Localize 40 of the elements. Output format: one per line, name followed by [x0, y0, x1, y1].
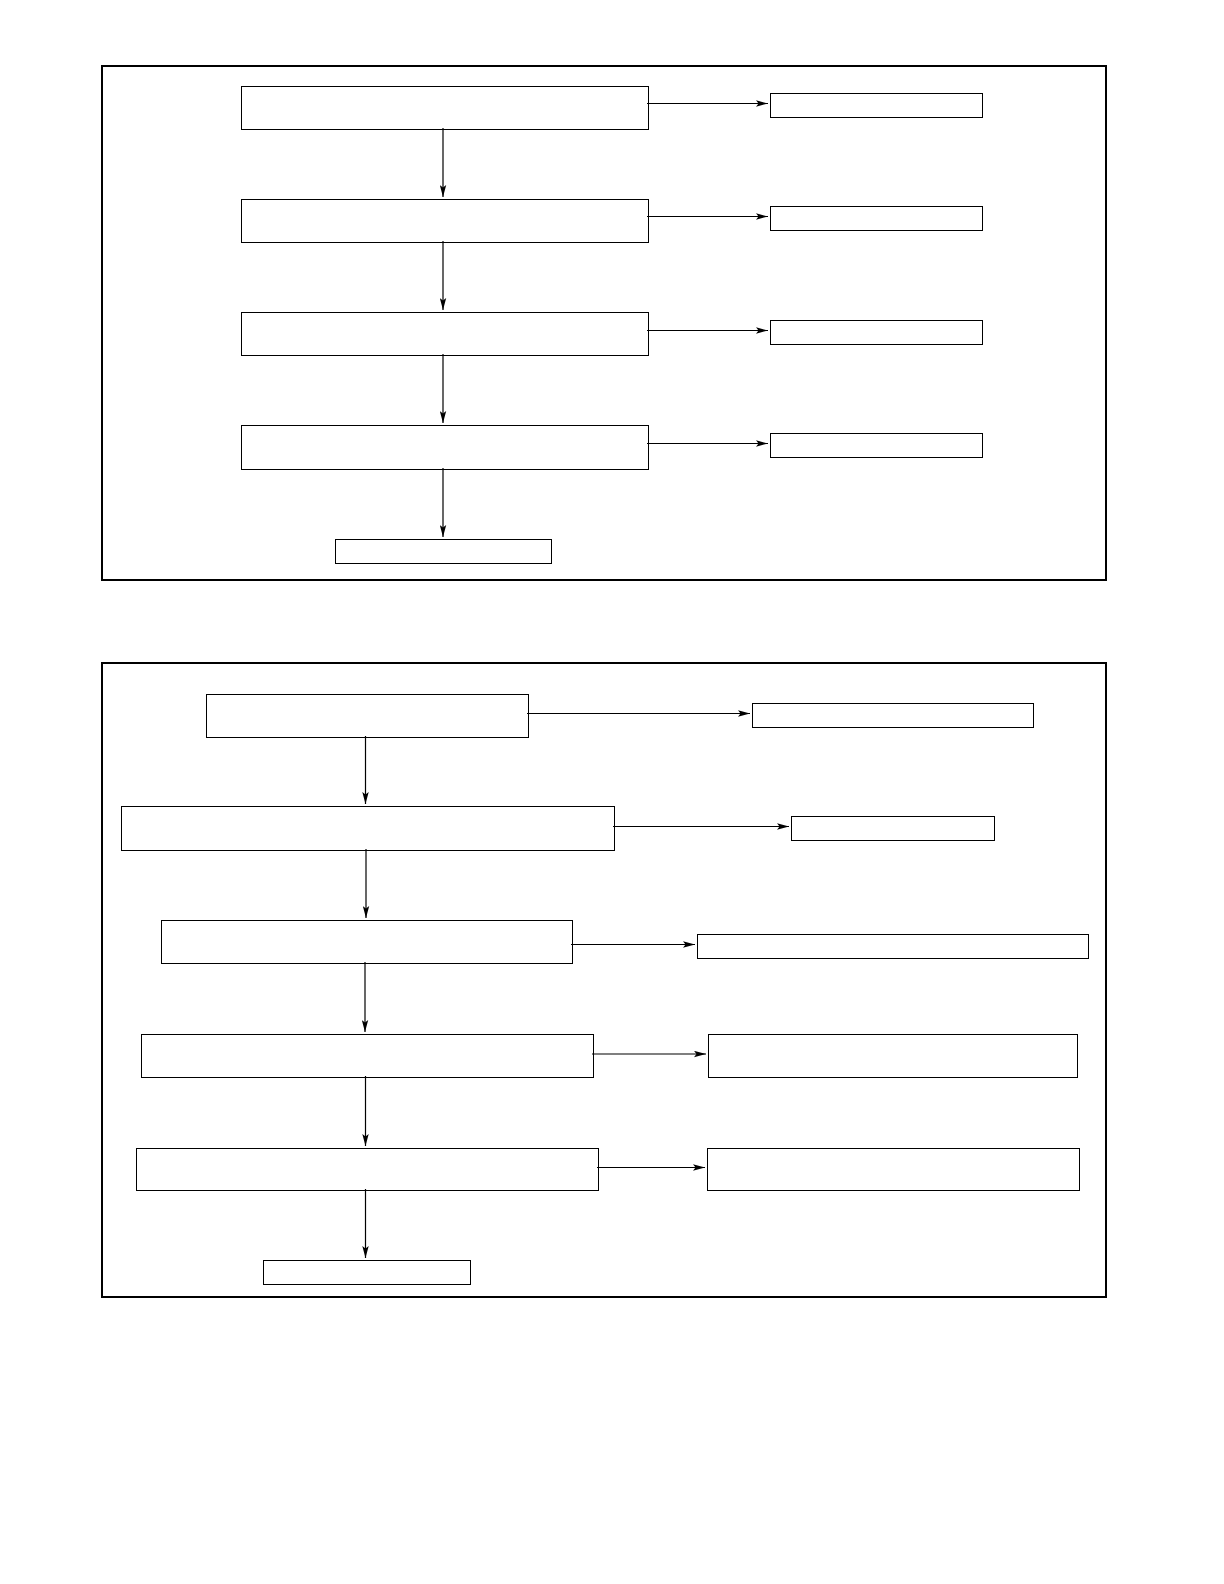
process-box: [136, 1148, 599, 1191]
arrow: [439, 127, 447, 198]
arrow: [439, 240, 447, 311]
arrow: [596, 1164, 706, 1171]
process-box: [241, 312, 649, 356]
arrow: [439, 467, 447, 538]
arrow: [362, 1188, 369, 1259]
arrow: [612, 823, 790, 830]
arrow: [439, 353, 447, 424]
process-box: [121, 806, 615, 851]
process-box: [708, 1034, 1078, 1078]
panel-frame: [101, 65, 1107, 581]
arrow: [362, 735, 369, 805]
process-box: [770, 433, 983, 458]
process-box: [707, 1148, 1080, 1191]
process-box: [335, 539, 552, 564]
arrow: [526, 710, 751, 717]
arrow: [646, 213, 769, 220]
arrow: [362, 848, 370, 919]
process-box: [263, 1260, 471, 1285]
process-box: [770, 320, 983, 345]
arrow: [646, 440, 769, 447]
arrow: [646, 327, 769, 334]
process-box: [161, 920, 573, 964]
arrow: [362, 1075, 369, 1147]
panel-frame: [101, 662, 1107, 1298]
process-box: [141, 1034, 594, 1078]
process-box: [241, 199, 649, 243]
process-box: [770, 93, 983, 118]
process-box: [791, 816, 995, 841]
arrow: [646, 100, 769, 107]
arrow: [570, 941, 696, 948]
arrow: [361, 961, 369, 1033]
process-box: [770, 206, 983, 231]
process-box: [697, 934, 1089, 959]
process-box: [206, 694, 529, 738]
process-box: [241, 86, 649, 130]
process-box: [241, 425, 649, 470]
process-box: [752, 703, 1034, 728]
arrow: [591, 1050, 707, 1058]
